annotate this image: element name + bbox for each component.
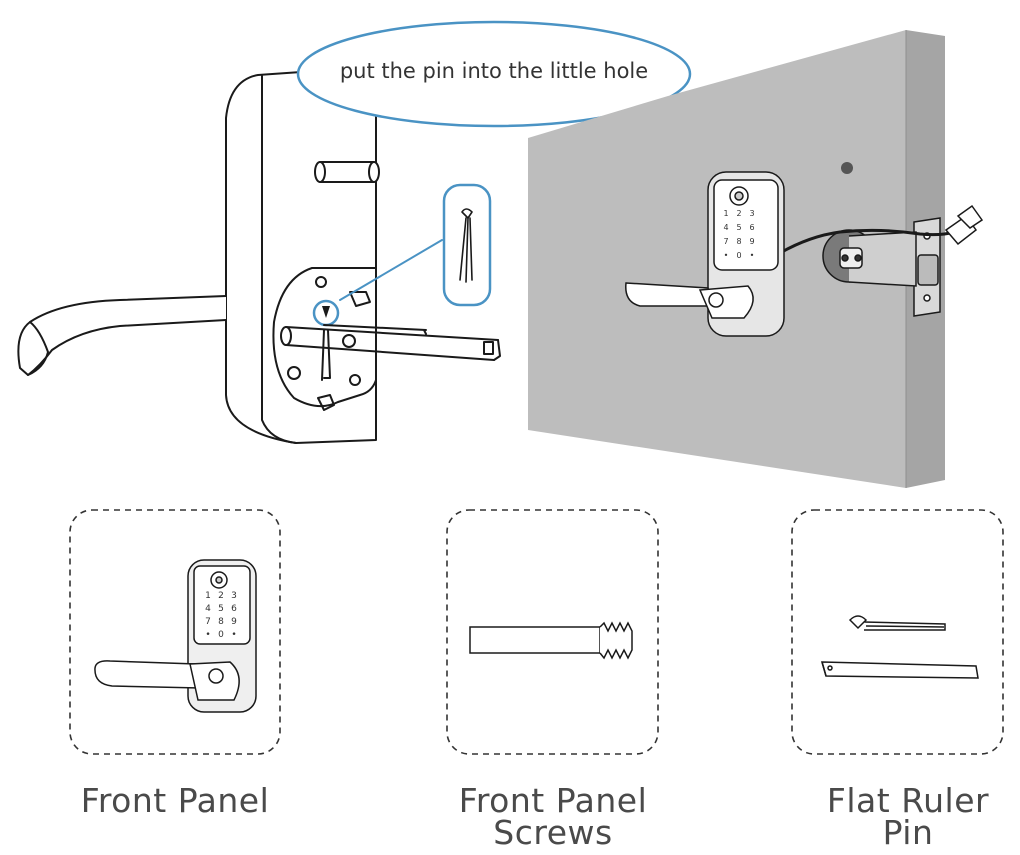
- upper-spindle: [314, 161, 380, 183]
- lower-spindle: [280, 324, 501, 361]
- latch-plate: [913, 217, 941, 317]
- lock-assembly-illustration: [17, 69, 501, 444]
- svg-text:1: 1: [205, 591, 211, 601]
- svg-text:5: 5: [218, 604, 224, 614]
- svg-text:4: 4: [205, 604, 211, 614]
- svg-text:8: 8: [218, 617, 224, 627]
- svg-text:2: 2: [218, 591, 224, 601]
- callout-pointer-line: [339, 239, 443, 301]
- svg-text:6: 6: [231, 604, 237, 614]
- installed-lock: [625, 171, 785, 337]
- svg-text:9: 9: [231, 617, 237, 627]
- callout-bubble: put the pin into the little hole: [296, 20, 692, 128]
- callout-text: put the pin into the little hole: [340, 59, 648, 83]
- svg-text:1: 1: [723, 209, 728, 218]
- svg-text:0: 0: [218, 630, 224, 640]
- svg-text:•: •: [750, 251, 755, 260]
- svg-text:7: 7: [723, 237, 728, 246]
- part-card-front-panel-screws: [446, 509, 659, 755]
- svg-text:8: 8: [736, 237, 741, 246]
- caption-flat-ruler-pin: Flat Ruler Pin: [826, 781, 990, 852]
- svg-text:•: •: [231, 630, 236, 640]
- mounting-plate: [272, 267, 377, 411]
- svg-text:0: 0: [736, 251, 741, 260]
- pin-inserted: [321, 329, 331, 381]
- door-hole-top: [841, 162, 853, 174]
- part-card-flat-ruler-pin: [791, 509, 1004, 755]
- caption-front-panel: Front Panel: [80, 781, 270, 820]
- installed-lock-keypad: 1 2 3 4 5 6 7 8 9 • 0 •: [723, 209, 754, 260]
- front-panel-keypad: 1 2 3 4 5 6 7 8 9 • 0 •: [205, 591, 237, 640]
- flat-ruler-icon: [820, 661, 979, 679]
- svg-text:•: •: [724, 251, 729, 260]
- caption-front-panel-screws: Front Panel Screws: [458, 781, 648, 852]
- pin-detail-icon: [459, 208, 473, 283]
- cable: [779, 228, 956, 255]
- screw-icon: [469, 621, 633, 660]
- svg-text:2: 2: [736, 209, 741, 218]
- svg-text:4: 4: [723, 223, 728, 232]
- lock-body-inner-edge: [260, 75, 297, 444]
- cable-connector: [944, 204, 984, 246]
- svg-text:3: 3: [749, 209, 754, 218]
- part-card-front-panel: 1 2 3 4 5 6 7 8 9 • 0 •: [69, 509, 281, 755]
- lock-lever-handle: [17, 295, 227, 376]
- svg-text:5: 5: [736, 223, 741, 232]
- svg-text:6: 6: [749, 223, 754, 232]
- door-illustration: 1 2 3 4 5 6 7 8 9 • 0 •: [528, 30, 984, 488]
- pin-icon: [848, 615, 946, 631]
- svg-text:9: 9: [749, 237, 754, 246]
- pin-detail-box: [442, 183, 492, 307]
- svg-text:•: •: [205, 630, 210, 640]
- latch-cylinder: [822, 229, 917, 287]
- svg-text:3: 3: [231, 591, 237, 601]
- front-panel-icon: [94, 559, 257, 713]
- svg-text:7: 7: [205, 617, 211, 627]
